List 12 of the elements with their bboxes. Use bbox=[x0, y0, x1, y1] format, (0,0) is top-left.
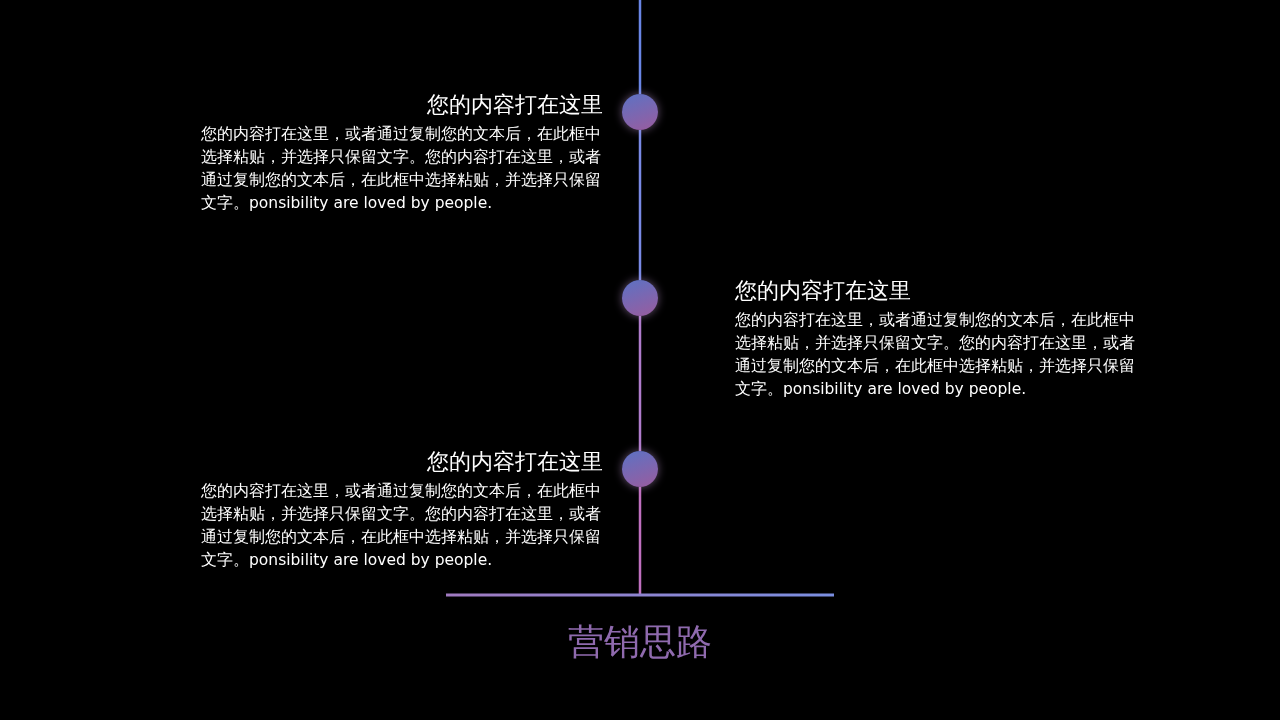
timeline-dot bbox=[622, 94, 658, 130]
item-description: 您的内容打在这里，或者通过复制您的文本后，在此框中选择粘贴，并选择只保留文字。您的内容打在这里，或者通过复制您的文本后，在此框中选择粘贴，并选择只保留文字。ponsibility are loved by people. bbox=[201, 481, 602, 571]
item-heading: 您的内容打在这里 bbox=[426, 448, 603, 476]
item-heading: 您的内容打在这里 bbox=[735, 277, 912, 305]
timeline-dot bbox=[622, 451, 658, 487]
item-description: 您的内容打在这里，或者通过复制您的文本后，在此框中选择粘贴，并选择只保留文字。您的内容打在这里，或者通过复制您的文本后，在此框中选择粘贴，并选择只保留文字。ponsibility are loved by people. bbox=[201, 124, 602, 214]
item-heading: 您的内容打在这里 bbox=[426, 91, 603, 119]
slide-title: 营销思路 bbox=[567, 620, 713, 664]
item-description: 您的内容打在这里，或者通过复制您的文本后，在此框中选择粘贴，并选择只保留文字。您的内容打在这里，或者通过复制您的文本后，在此框中选择粘贴，并选择只保留文字。ponsibility are loved by people. bbox=[735, 310, 1136, 400]
timeline-line bbox=[638, 316, 642, 451]
timeline-dot bbox=[622, 280, 658, 316]
timeline-line bbox=[638, 130, 642, 280]
